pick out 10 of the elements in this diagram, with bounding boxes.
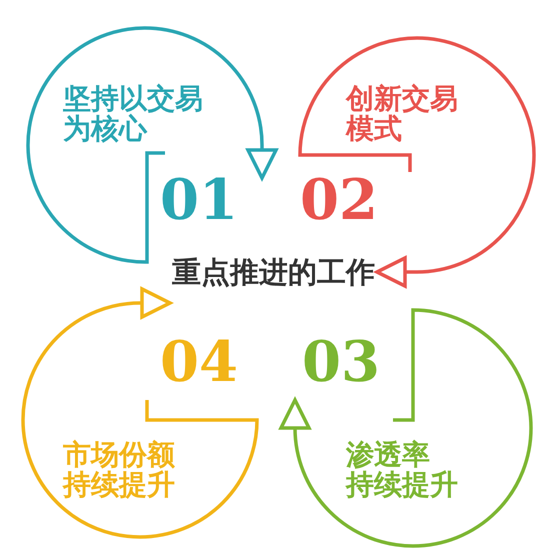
center-title: 重点推进的工作 [172, 256, 375, 289]
step-number: 01 [160, 170, 238, 230]
step-label: 市场份额持续提升 [63, 440, 181, 500]
step-label: 渗透率 [346, 440, 430, 470]
step-number: 04 [160, 332, 238, 392]
step-label: 坚持以交易为核心 [63, 84, 209, 144]
step-label: 创新交易模式 [346, 84, 464, 144]
step-number: 02 [300, 170, 378, 230]
step-label: 持续提升 [346, 470, 458, 500]
step-number: 03 [302, 332, 380, 392]
